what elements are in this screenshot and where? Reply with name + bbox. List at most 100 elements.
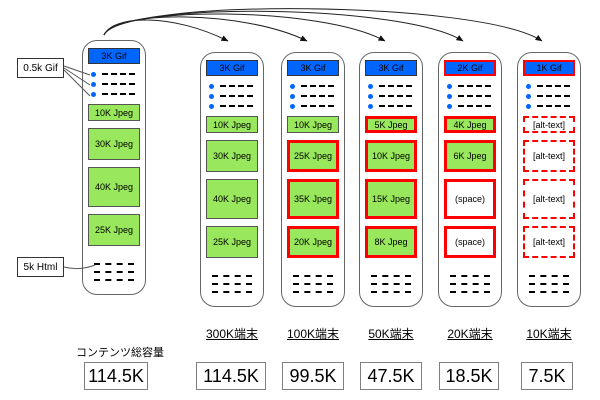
content-box: 10K Jpeg <box>88 104 140 121</box>
content-box: 25K Jpeg <box>206 226 258 258</box>
content-box: 25K Jpeg <box>88 214 140 246</box>
content-box-modified: 4K Jpeg <box>444 116 496 133</box>
bullet-row <box>526 91 580 101</box>
bullet-row <box>526 101 580 111</box>
gif-size-label: 0.5k Gif <box>17 58 64 78</box>
bullet-row <box>91 89 145 99</box>
html-size-label: 5k Html <box>17 257 64 277</box>
placeholder-text-line <box>379 95 412 97</box>
bullet-row <box>91 69 145 79</box>
bullet-icon <box>526 103 531 109</box>
content-box-modified: 5K Jpeg <box>365 116 417 133</box>
bullet-icon <box>368 93 373 99</box>
bullet-row <box>368 101 422 111</box>
bullet-list <box>290 81 344 111</box>
placeholder-text-line <box>450 291 490 293</box>
bullet-row <box>526 81 580 91</box>
gif-header-box: 3K Gif <box>88 48 140 64</box>
bullet-icon <box>290 83 295 89</box>
html-text-lines <box>201 275 263 293</box>
content-box-alt-text: [alt-text] <box>523 116 575 133</box>
total-box-10k: 7.5K <box>521 362 573 390</box>
bullet-row <box>290 81 344 91</box>
device-column-300k: 3K Gif 10K Jpeg 30K Jpeg 40K Jpeg 25K Jp… <box>200 52 264 307</box>
arrow-to-100k <box>103 16 308 42</box>
bullet-row <box>447 101 501 111</box>
content-box-alt-text: [alt-text] <box>523 226 575 258</box>
placeholder-text-line <box>537 105 570 107</box>
gif-header-box-modified: 2K Gif <box>444 60 496 76</box>
placeholder-text-line <box>94 263 134 265</box>
arrow-to-20k <box>103 10 464 42</box>
device-label-100k: 100K端末 <box>286 327 340 341</box>
bullet-row <box>91 79 145 89</box>
arrow-to-10k <box>103 8 543 42</box>
device-column-20k: 2K Gif 4K Jpeg 6K Jpeg (space) (space) <box>438 52 502 307</box>
placeholder-text-line <box>94 279 134 281</box>
bullet-icon <box>447 93 452 99</box>
bullet-row <box>368 81 422 91</box>
bullet-icon <box>209 93 214 99</box>
placeholder-text-line <box>458 85 491 87</box>
gif-header-box: 3K Gif <box>365 60 417 76</box>
placeholder-text-line <box>529 291 569 293</box>
placeholder-text-line <box>301 85 334 87</box>
bullet-list <box>91 69 145 99</box>
bullet-icon <box>209 83 214 89</box>
content-box-alt-text: [alt-text] <box>523 179 575 219</box>
placeholder-text-line <box>529 283 569 285</box>
device-column-100k: 3K Gif 10K Jpeg 25K Jpeg 35K Jpeg 20K Jp… <box>281 52 345 307</box>
bullet-row <box>447 91 501 101</box>
total-box-300k: 114.5K <box>196 362 266 390</box>
gif-header-box: 3K Gif <box>287 60 339 76</box>
placeholder-text-line <box>102 73 135 75</box>
placeholder-text-line <box>94 271 134 273</box>
bullet-row <box>447 81 501 91</box>
content-box-modified: 8K Jpeg <box>365 226 417 258</box>
total-box-100k: 99.5K <box>282 362 344 390</box>
html-text-lines <box>360 275 422 293</box>
content-box: 30K Jpeg <box>206 140 258 172</box>
placeholder-text-line <box>301 95 334 97</box>
placeholder-text-line <box>212 275 252 277</box>
content-box: 30K Jpeg <box>88 128 140 160</box>
placeholder-text-line <box>458 105 491 107</box>
content-box-modified: 15K Jpeg <box>365 179 417 219</box>
device-label-50k: 50K端末 <box>368 327 414 341</box>
master-content-column: 3K Gif 10K Jpeg 30K Jpeg 40K Jpeg 25K Jp… <box>82 40 146 295</box>
placeholder-text-line <box>450 275 490 277</box>
placeholder-text-line <box>293 291 333 293</box>
total-box-50k: 47.5K <box>360 362 422 390</box>
html-text-lines <box>439 275 501 293</box>
content-box-removed: (space) <box>444 226 496 258</box>
bullet-row <box>290 101 344 111</box>
bullet-icon <box>368 83 373 89</box>
content-box-modified: 25K Jpeg <box>287 140 339 172</box>
placeholder-text-line <box>379 85 412 87</box>
bullet-row <box>209 91 263 101</box>
total-box-20k: 18.5K <box>439 362 499 390</box>
content-box-removed: (space) <box>444 179 496 219</box>
bullet-row <box>209 81 263 91</box>
bullet-row <box>209 101 263 111</box>
placeholder-text-line <box>212 291 252 293</box>
html-text-lines <box>518 275 580 293</box>
content-box-modified: 6K Jpeg <box>444 140 496 172</box>
content-box-modified: 20K Jpeg <box>287 226 339 258</box>
bullet-icon <box>447 103 452 109</box>
bullet-row <box>368 91 422 101</box>
bullet-icon <box>290 93 295 99</box>
placeholder-text-line <box>529 275 569 277</box>
total-size-caption: コンテンツ総容量 <box>76 347 164 359</box>
placeholder-text-line <box>220 85 253 87</box>
bullet-icon <box>368 103 373 109</box>
content-box: 10K Jpeg <box>206 116 258 133</box>
placeholder-text-line <box>371 275 411 277</box>
total-box-master: 114.5K <box>84 362 148 390</box>
content-box: 40K Jpeg <box>206 179 258 219</box>
placeholder-text-line <box>293 283 333 285</box>
device-column-10k: 1K Gif [alt-text] [alt-text] [alt-text] … <box>517 52 581 307</box>
placeholder-text-line <box>220 95 253 97</box>
bullet-icon <box>91 91 96 97</box>
arrow-to-50k <box>103 13 386 42</box>
